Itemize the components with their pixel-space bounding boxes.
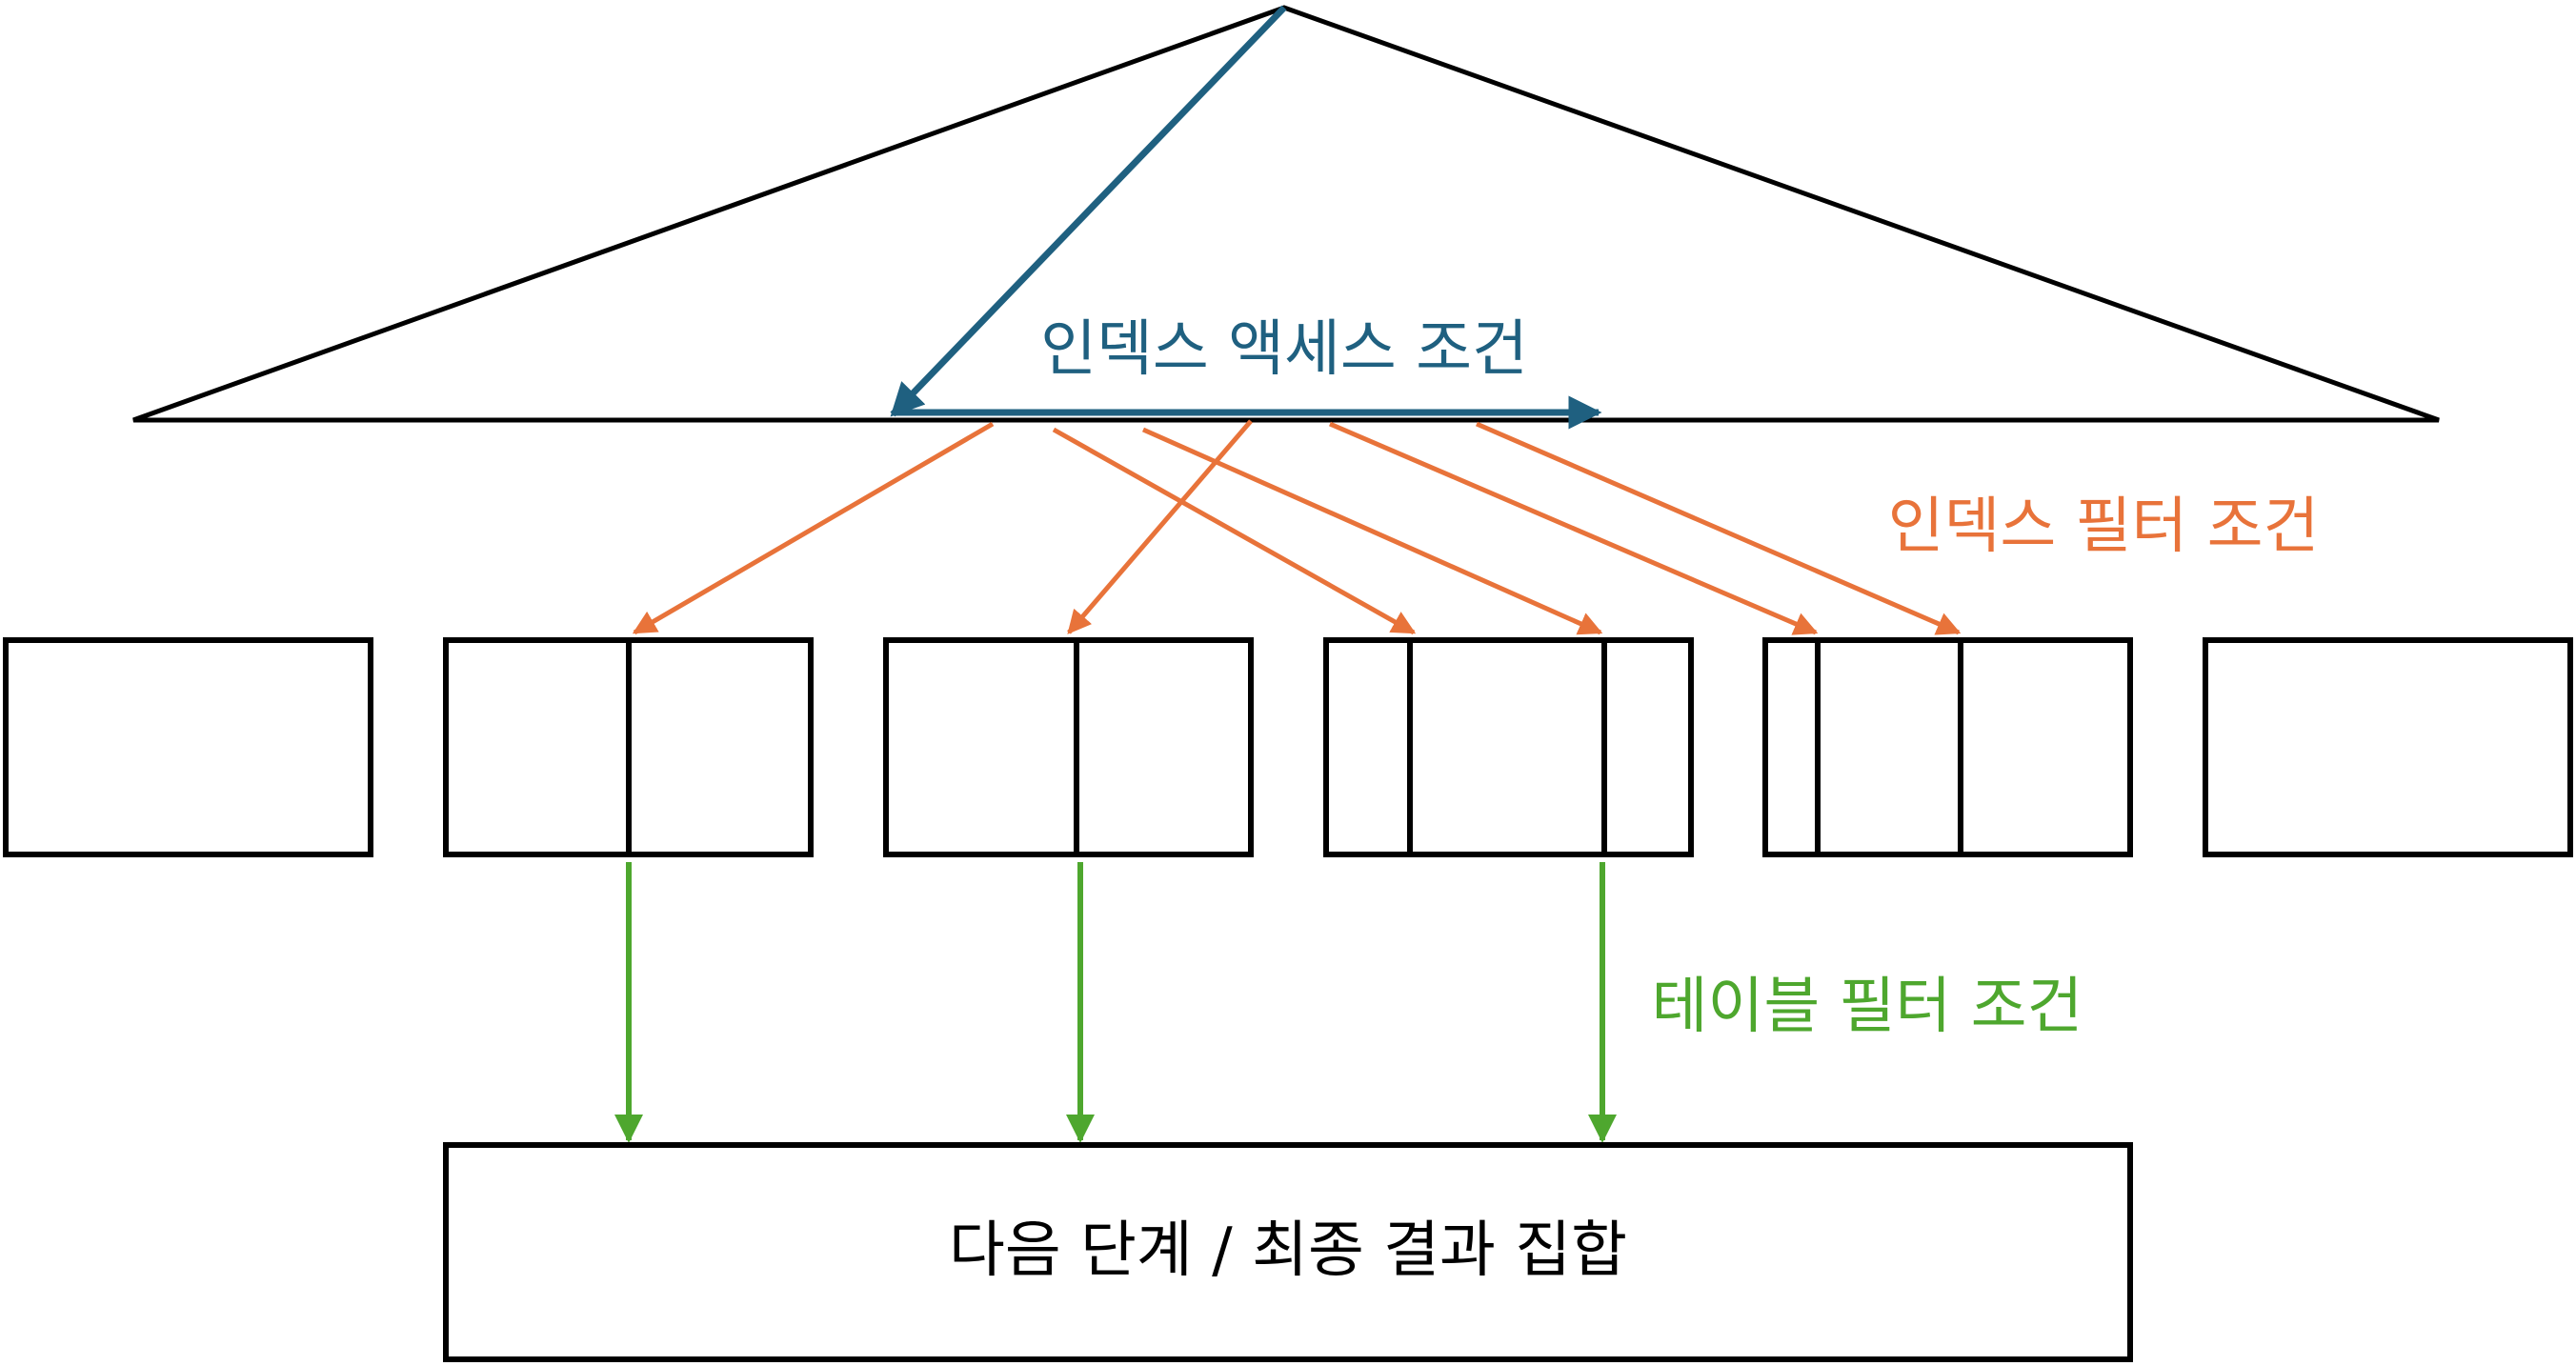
index-filter-arrow-2: [1067, 419, 1253, 634]
result-set-label: 다음 단계 / 최종 결과 집합: [949, 1215, 1627, 1286]
table-block-4: [1323, 637, 1694, 857]
table-block-3: [883, 637, 1254, 857]
index-access-descend-arrow: [890, 5, 1287, 417]
result-set-box: [443, 1142, 2133, 1362]
table-block-6: [2203, 637, 2573, 857]
index-filter-label: 인덱스 필터 조건: [1888, 492, 2320, 562]
index-filter-arrow-3: [1052, 427, 1417, 635]
index-filter-arrow-6: [1476, 421, 1962, 635]
index-tree-triangle: [132, 5, 2440, 423]
table-filter-label: 테이블 필터 조건: [1652, 972, 2083, 1042]
table-block-5: [1762, 637, 2133, 857]
index-filter-arrow-5: [1329, 421, 1819, 635]
table-block-1: [3, 637, 373, 857]
index-filter-arrow-1: [632, 421, 995, 635]
index-access-label: 인덱스 액세스 조건: [1040, 314, 1528, 385]
table-blocks: [3, 637, 2573, 857]
index-filter-arrow-4: [1141, 427, 1603, 635]
